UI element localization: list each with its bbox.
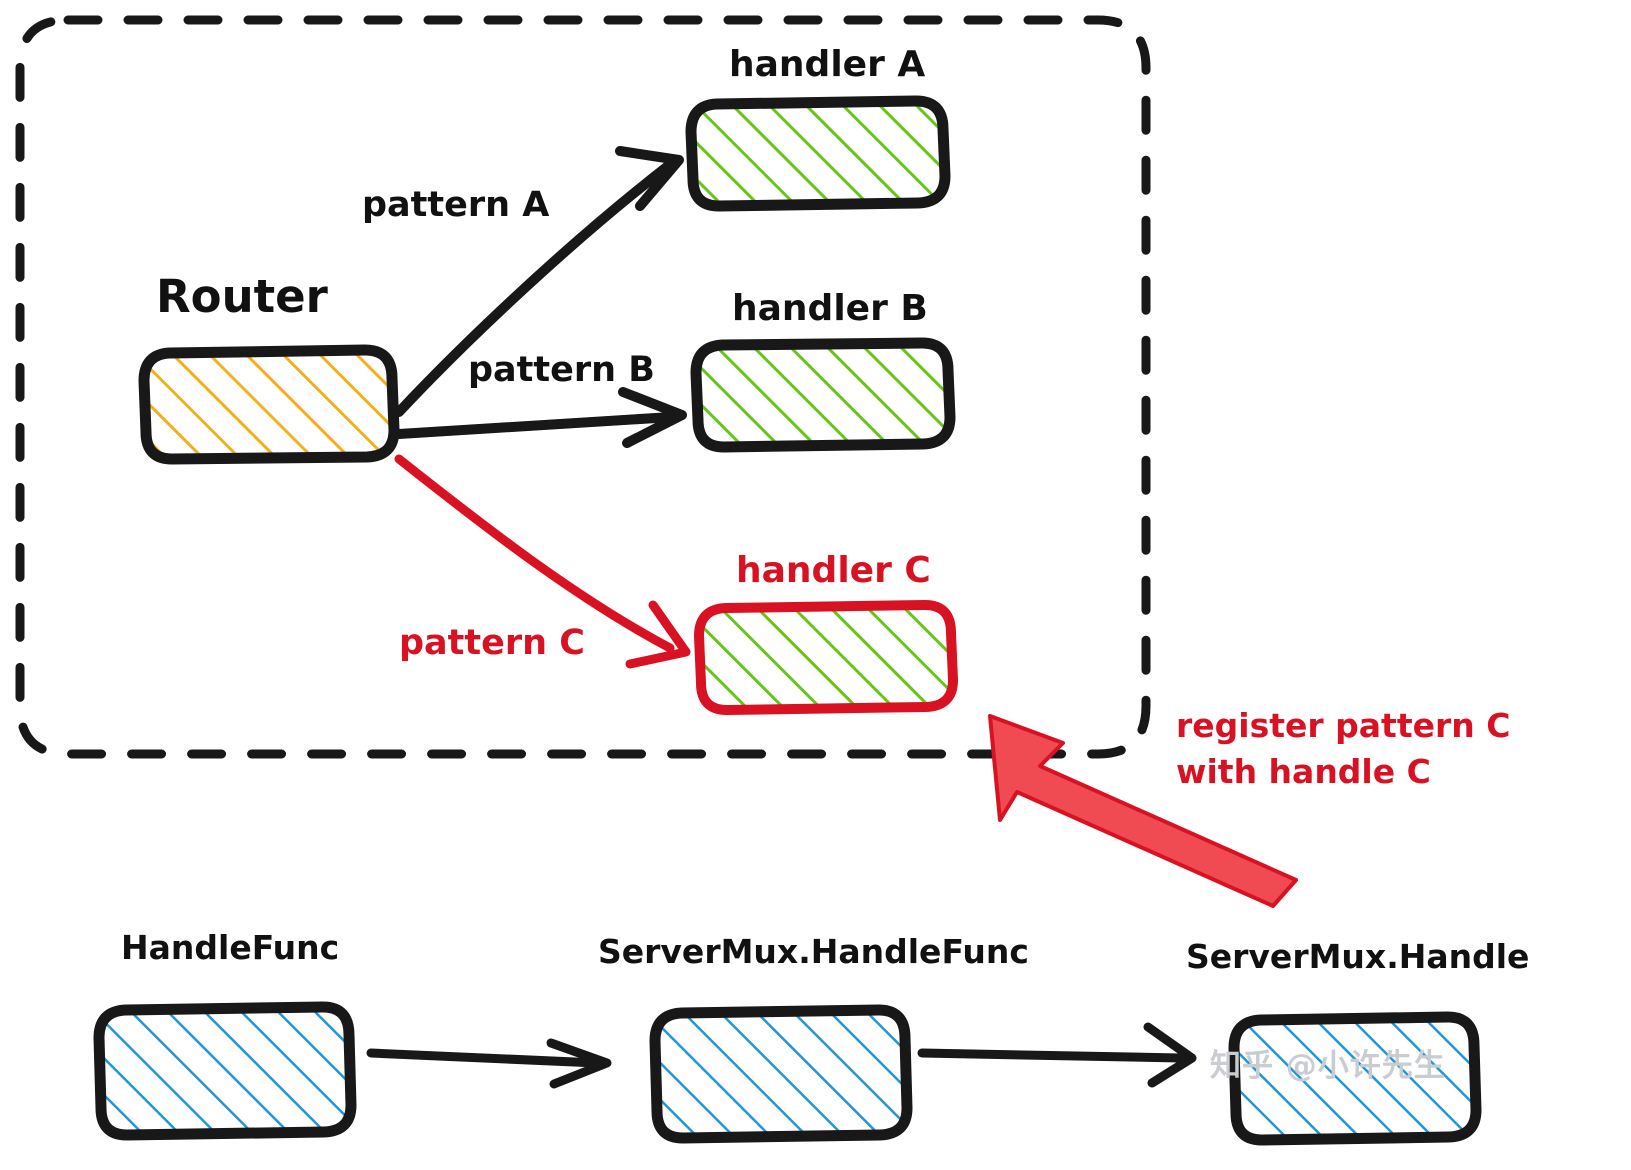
node-handler-a[interactable] bbox=[685, 95, 951, 212]
node-label-handle-func: HandleFunc bbox=[121, 928, 340, 967]
edge-pattern-c bbox=[394, 454, 691, 669]
edge-flow-2 bbox=[917, 1022, 1197, 1088]
edge-label-pattern-b: pattern B bbox=[468, 350, 655, 390]
edge-pattern-a bbox=[394, 146, 684, 417]
node-handle-func[interactable] bbox=[93, 1001, 357, 1141]
register-callout-line-1: register pattern C bbox=[1176, 706, 1511, 745]
register-callout-line-2: with handle C bbox=[1176, 752, 1431, 791]
node-servemux-handlefunc[interactable] bbox=[649, 1004, 913, 1144]
node-label-router: Router bbox=[156, 270, 328, 323]
node-router[interactable] bbox=[138, 344, 400, 465]
node-label-handler-b: handler B bbox=[732, 288, 928, 329]
node-handler-c[interactable] bbox=[694, 600, 958, 715]
router-group-dashed-boundary bbox=[15, 15, 1151, 759]
edge-pattern-b bbox=[394, 387, 687, 448]
node-servemux-handle[interactable] bbox=[1228, 1011, 1482, 1146]
node-label-servemux-handle: ServerMux.Handle bbox=[1186, 937, 1530, 976]
node-label-handler-a: handler A bbox=[729, 44, 926, 85]
node-label-handler-c: handler C bbox=[736, 550, 931, 591]
watermark: 知乎 @小许先生 bbox=[1210, 1048, 1446, 1084]
node-label-servemux-handlefunc: ServerMux.HandleFunc bbox=[598, 932, 1029, 971]
node-handler-b[interactable] bbox=[690, 337, 956, 453]
edge-label-pattern-a: pattern A bbox=[362, 185, 550, 225]
register-callout-arrow bbox=[988, 714, 1298, 908]
edge-flow-1 bbox=[366, 1038, 612, 1089]
edge-label-pattern-c: pattern C bbox=[399, 623, 585, 663]
